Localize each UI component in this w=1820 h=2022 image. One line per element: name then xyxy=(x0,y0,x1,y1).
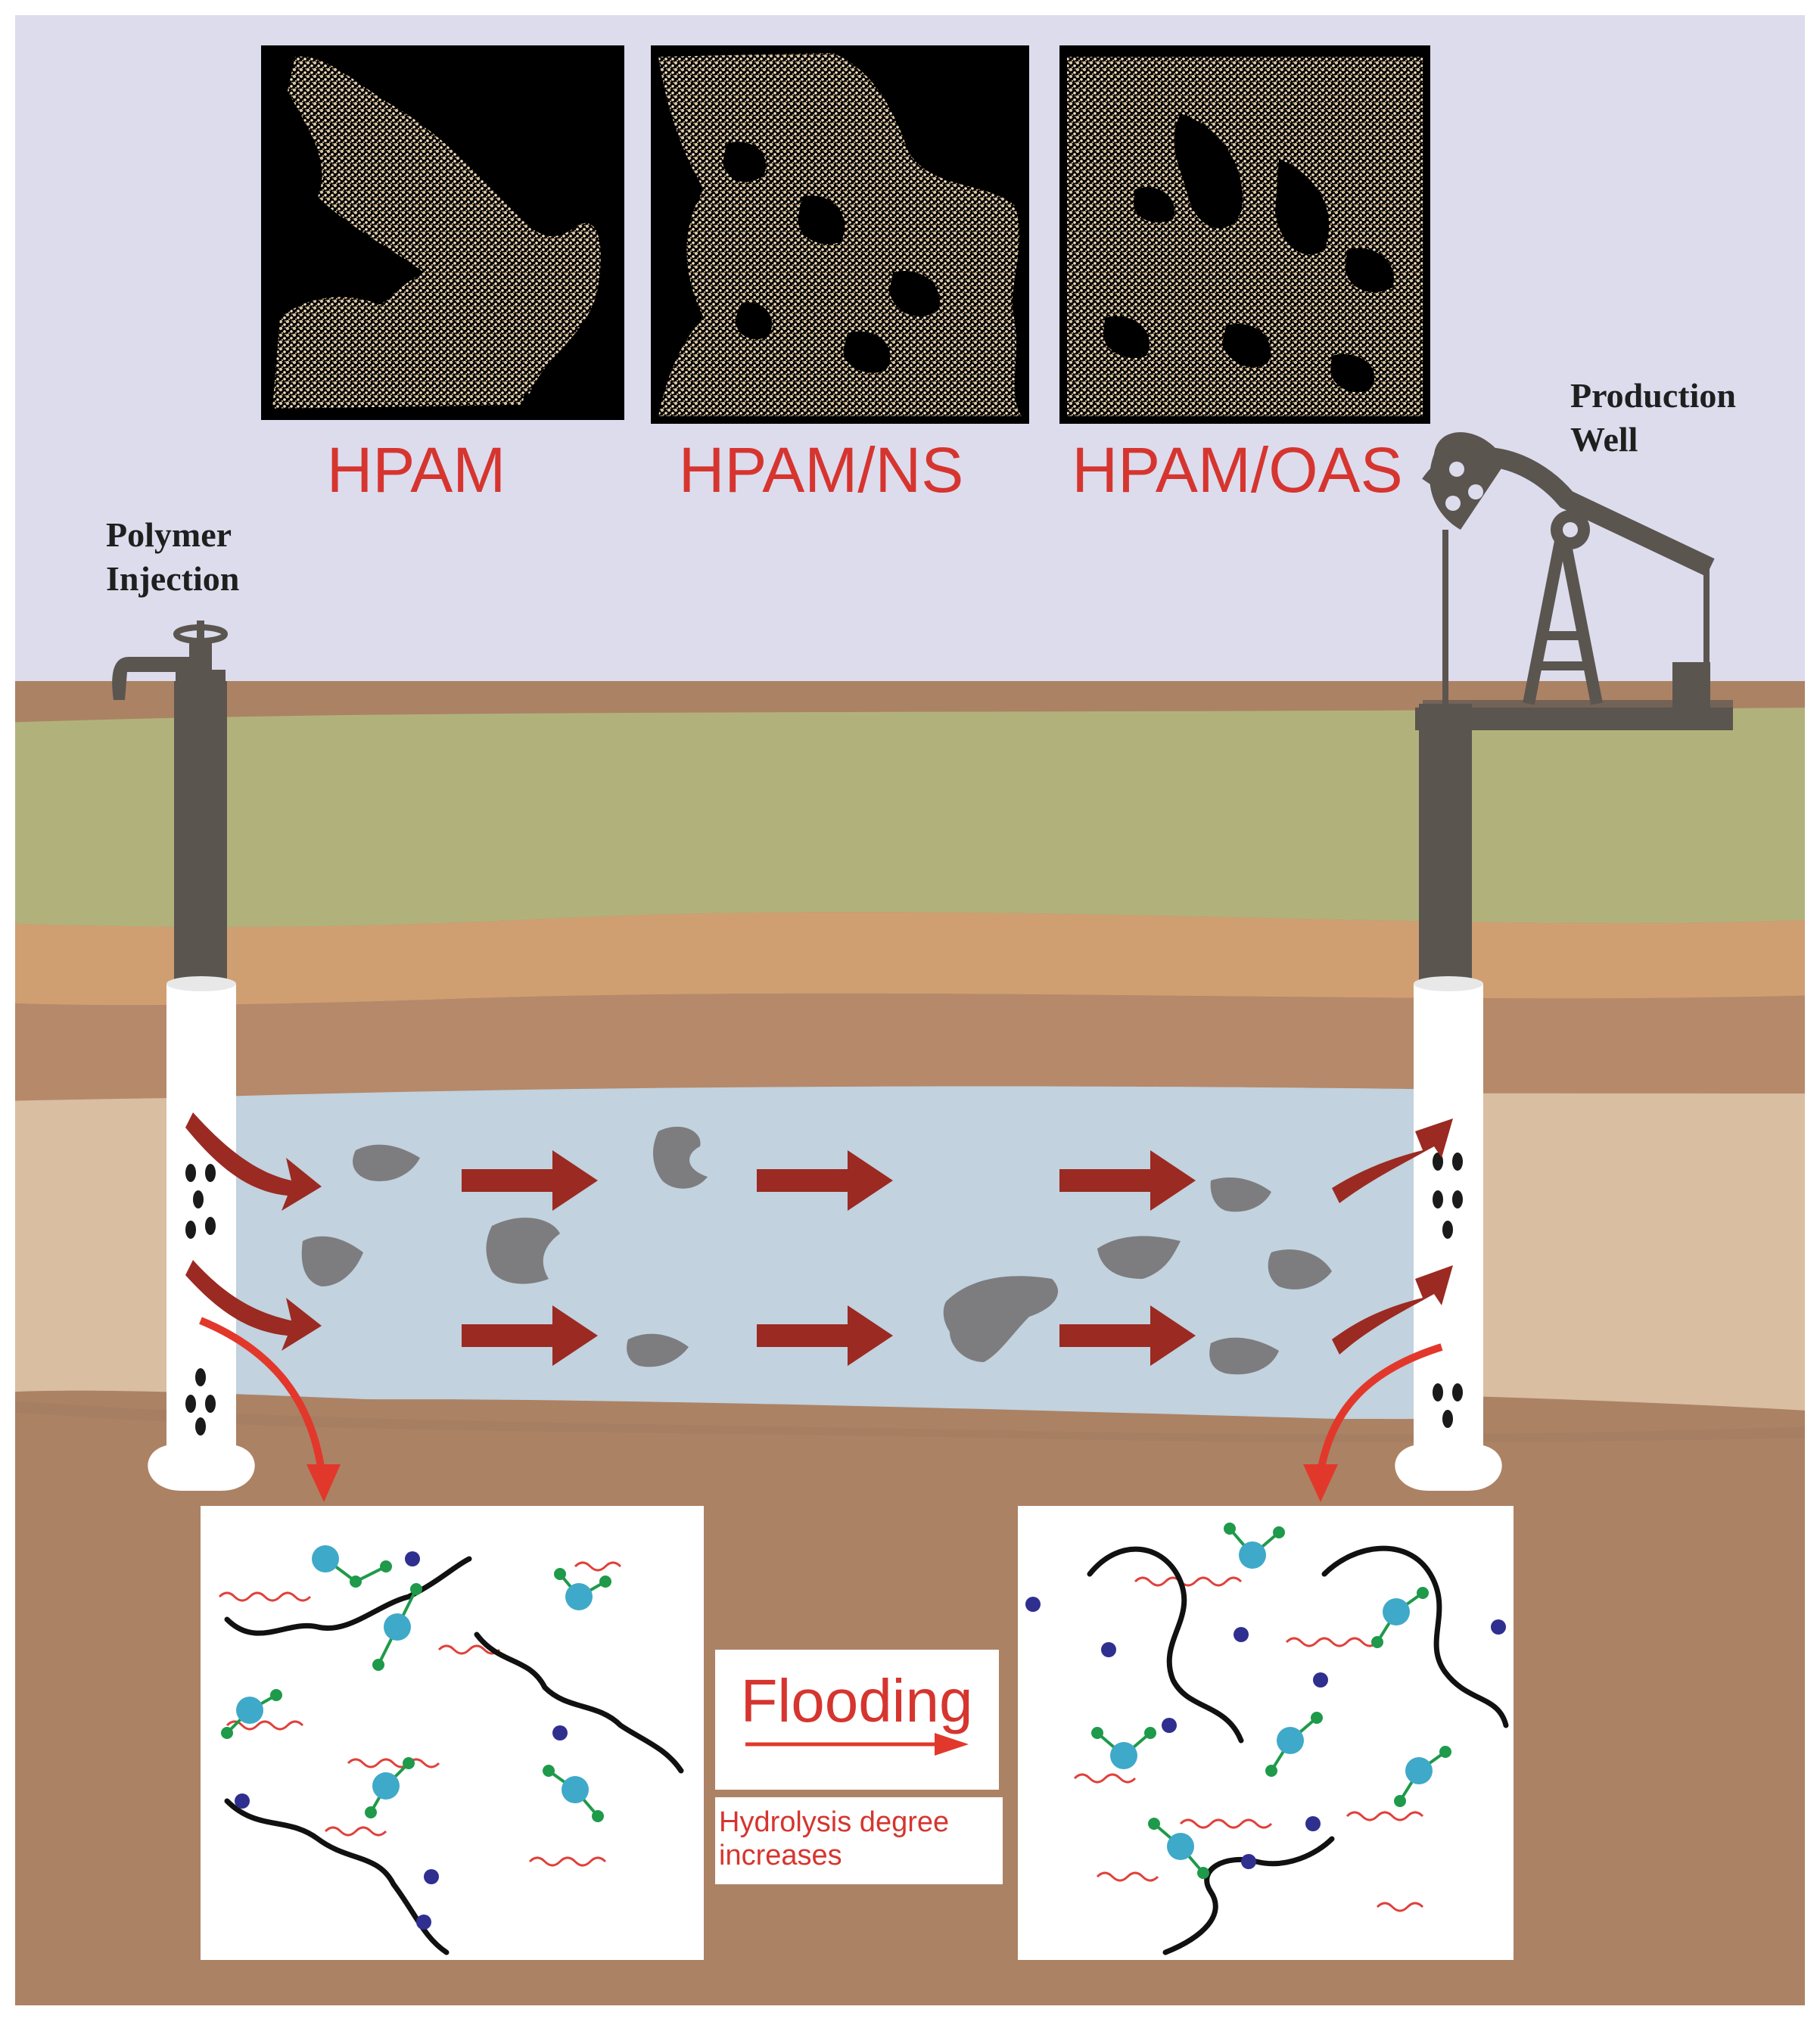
oil-blobs xyxy=(301,1126,1332,1375)
flow-arrow-6 xyxy=(1059,1305,1196,1366)
flooding-process: Flooding Hydrolysis degree increases xyxy=(715,1650,1003,1884)
flow-arrow-curved-bottom-right xyxy=(1332,1265,1453,1355)
flow-arrow-1 xyxy=(462,1150,598,1211)
flow-arrow-3 xyxy=(1059,1150,1196,1211)
injection-well-bore xyxy=(148,976,255,1491)
flow-arrow-2 xyxy=(757,1150,893,1211)
zoom-arrow-left xyxy=(199,1317,325,1473)
injection-well-casing xyxy=(174,681,227,984)
hydrolysis-label: Hydrolysis degree increases xyxy=(719,1806,957,1871)
soil-mid-layer xyxy=(15,993,1805,1120)
polymer-network-before xyxy=(218,1545,684,1955)
flow-arrows xyxy=(185,1112,1453,1366)
flow-arrow-curved-top-left xyxy=(185,1112,322,1211)
micromodel-hpam xyxy=(261,45,624,420)
flow-arrow-4 xyxy=(462,1305,598,1366)
sample-label-hpam-ns: HPAM/NS xyxy=(679,434,963,506)
polymer-network-after xyxy=(1025,1523,1509,1955)
polymer-injection-label: Polymer Injection xyxy=(106,515,240,598)
micromodel-images xyxy=(261,45,1430,424)
production-well-label: Production Well xyxy=(1570,376,1744,459)
production-well-casing xyxy=(1419,704,1472,984)
zoom-arrows xyxy=(199,1317,1443,1502)
inset-before-flooding xyxy=(201,1506,704,1960)
soil-light-layer xyxy=(15,912,1805,1006)
micromodel-hpam-ns xyxy=(651,45,1029,424)
flooding-label: Flooding xyxy=(741,1667,973,1734)
sample-label-hpam-oas: HPAM/OAS xyxy=(1072,434,1402,506)
production-well-bore xyxy=(1395,976,1502,1491)
soil-bottom-shade xyxy=(15,1401,1805,1442)
zoom-arrow-right xyxy=(1317,1343,1443,1473)
grass-layer xyxy=(15,708,1805,927)
flooding-arrow-head xyxy=(935,1733,969,1756)
sample-label-hpam: HPAM xyxy=(327,434,506,506)
flow-arrow-curved-top-right xyxy=(1332,1118,1453,1203)
valve-wheel-icon xyxy=(112,621,228,700)
micromodel-hpam-oas xyxy=(1059,45,1430,424)
flow-arrow-5 xyxy=(757,1305,893,1366)
inset-after-flooding xyxy=(1018,1506,1514,1960)
flow-arrow-curved-mid-left xyxy=(185,1260,322,1351)
